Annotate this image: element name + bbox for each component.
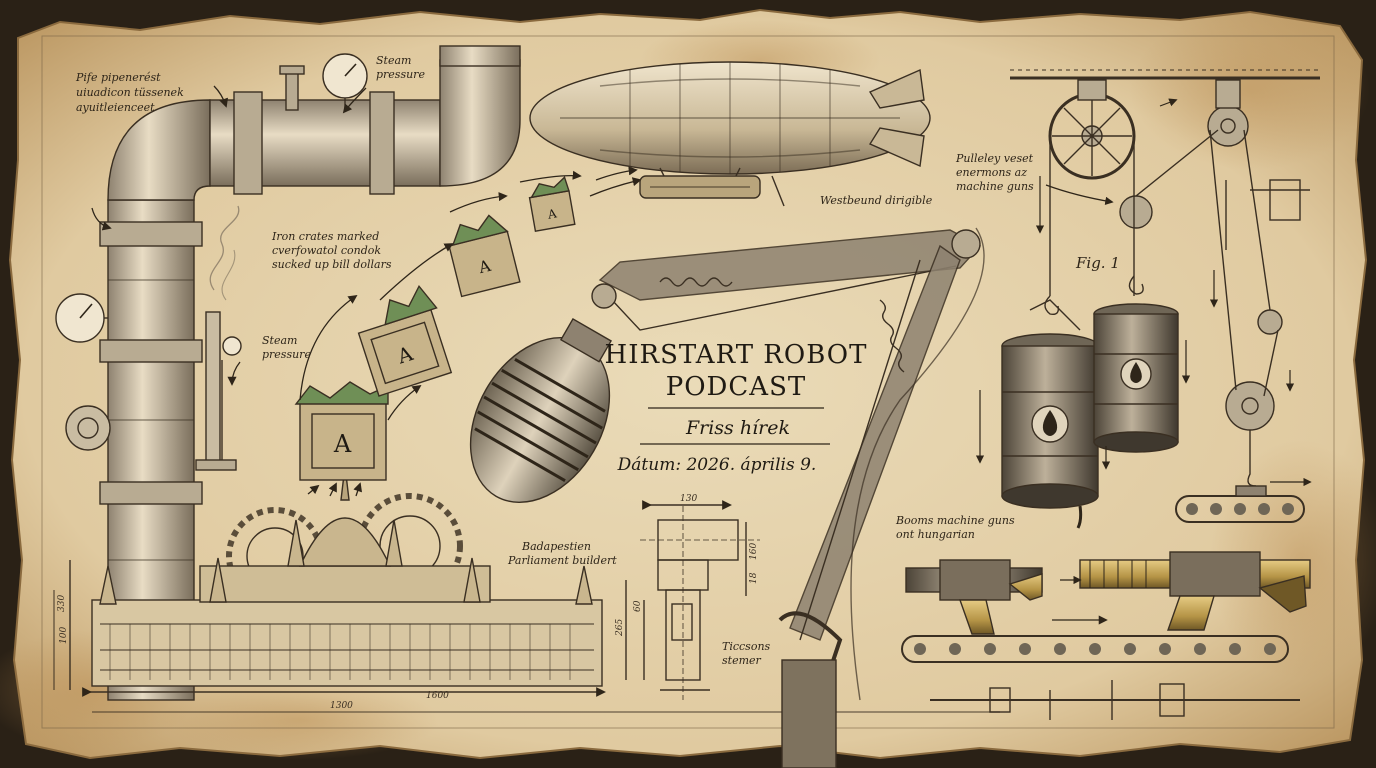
podcast-title-block — [640, 407, 830, 445]
money-crate: A — [294, 381, 389, 481]
parliament-building — [53, 465, 1000, 713]
iron-crates-label: Iron crates marked cverfowatol condok su… — [271, 230, 392, 271]
dimension-label: 130 — [680, 494, 697, 504]
dimension-label: 1300 — [330, 701, 353, 711]
money-crate: A — [448, 214, 521, 298]
dimension-label: 1600 — [426, 691, 449, 701]
parliament-label: Badapestien Parliament buildert — [507, 540, 617, 567]
pressure-gauge-icon — [322, 53, 368, 112]
pulley-system — [1010, 69, 1320, 487]
pressure-gauge-icon — [195, 311, 242, 471]
oil-drop-icon — [1130, 362, 1142, 383]
steam-pressure-top-label: Steam pressure — [376, 54, 425, 81]
dimension-label: 18 — [749, 572, 759, 584]
podcast-date: Dátum: 2026. április 9. — [617, 455, 817, 475]
detail-note: Ticcsons stemer — [722, 640, 774, 667]
svg-text:A: A — [394, 341, 417, 369]
technical-detail-drawing — [625, 500, 760, 700]
machine-gun — [905, 559, 1043, 635]
dimension-label: 330 — [57, 595, 67, 612]
oil-drop-icon — [1042, 410, 1058, 436]
oil-barrel — [1093, 303, 1179, 453]
podcast-subtitle: Friss hírek — [685, 417, 790, 439]
pulley-label: Pulleley veset enermons az machine guns — [955, 152, 1037, 193]
dirigible — [529, 61, 931, 207]
pulley-wheel-icon — [1207, 79, 1249, 147]
figure-label: Fig. 1 — [1075, 254, 1120, 272]
machine-gun — [1079, 551, 1311, 631]
flow-arrows — [91, 85, 642, 497]
conveyor-belt — [1175, 477, 1312, 523]
svg-text:A: A — [476, 256, 494, 278]
dimension-label: 100 — [59, 627, 69, 644]
machine-guns-label: Booms machine guns ont hungarian — [895, 514, 1018, 541]
conveyor-belt — [901, 635, 1289, 663]
pulley-wheel-icon — [1119, 195, 1283, 431]
dimension-label: 265 — [615, 619, 625, 637]
microphone-boom-arm — [591, 227, 985, 768]
pressure-gauge-icon — [55, 293, 108, 343]
money-crate: A — [528, 176, 576, 233]
shaft-detail — [930, 680, 1300, 720]
svg-text:A: A — [333, 430, 352, 458]
dimension-label: 160 — [749, 543, 759, 560]
money-crate: A — [357, 284, 453, 397]
steam-pressure-left-label: Steam pressure — [262, 334, 311, 361]
dirigible-label: Westbeund dirigible — [820, 194, 933, 207]
podcast-title-line2: PODCAST — [666, 372, 806, 402]
dimension-label: 60 — [633, 600, 643, 612]
pipe-note: Pife pipenerést uiuadicon tüssenek ayuit… — [75, 71, 187, 114]
pulley-wheel-icon — [1048, 79, 1136, 180]
svg-text:A: A — [546, 206, 559, 222]
frame-detail — [1225, 179, 1310, 250]
podcast-title-line1: HIRSTART ROBOT — [605, 340, 868, 370]
microphone-icon — [469, 317, 613, 503]
